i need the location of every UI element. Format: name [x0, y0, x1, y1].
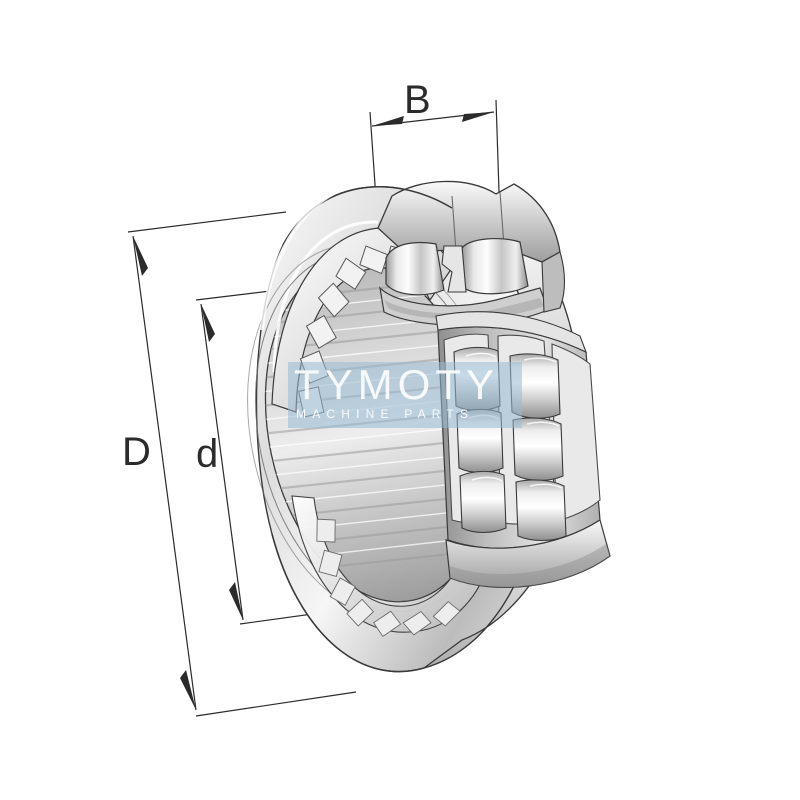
section-roller-right	[461, 238, 529, 295]
roller-bay-guide-rib	[445, 519, 611, 589]
roller-rows-right	[435, 311, 611, 589]
roller	[456, 408, 504, 474]
cage-pockets-lower	[291, 495, 487, 638]
roller-row-2	[509, 353, 567, 542]
dimension-d-arrow-top	[201, 304, 215, 342]
roller	[459, 470, 507, 534]
dimension-D-arrow-top	[133, 236, 148, 276]
dimension-label-D: D	[122, 430, 151, 474]
dimension-D	[127, 211, 357, 717]
roller	[509, 353, 561, 419]
dimension-B-arrow-left	[372, 116, 404, 126]
dimension-d-line	[200, 303, 244, 621]
cage-pocket-teeth-lower	[316, 518, 461, 638]
dimension-label-d: d	[196, 432, 219, 476]
roller-bay-top-rib	[435, 311, 587, 354]
roller	[453, 346, 501, 412]
dimension-D-ext-top	[127, 211, 287, 233]
bearing-assembly	[247, 180, 611, 673]
dimension-B	[369, 99, 501, 229]
dimension-D-ext-bottom	[195, 691, 357, 717]
dimension-D-arrow-bottom	[180, 670, 196, 710]
roller-row-1	[453, 346, 507, 534]
dimension-B-arrow-right	[462, 112, 494, 122]
roller-bay-guide-rib-shadow	[450, 544, 610, 588]
dimension-label-B: B	[404, 78, 431, 122]
section-endcap-right	[541, 251, 566, 313]
inner-ring-lip	[272, 220, 379, 373]
section-roller-left	[385, 241, 445, 296]
dimension-d-arrow-bottom	[229, 582, 243, 620]
outer-ring-highlight	[260, 186, 345, 331]
roller	[515, 479, 567, 542]
dimension-D-line	[132, 235, 197, 711]
section-cage-rib	[441, 245, 467, 293]
roller	[512, 417, 564, 481]
section-detail-upper-right	[377, 180, 566, 326]
